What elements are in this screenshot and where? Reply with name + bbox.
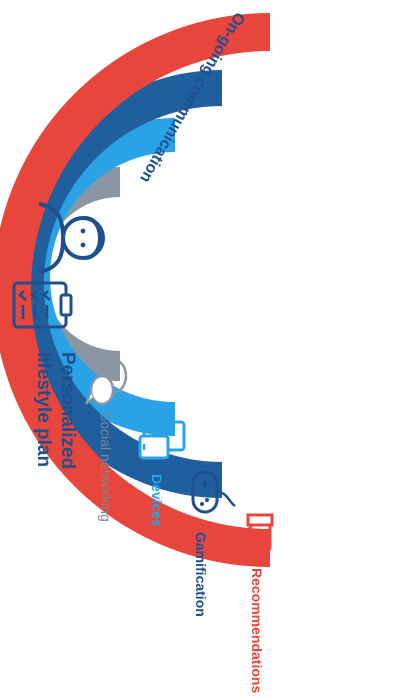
arc-recommendations bbox=[0, 13, 271, 567]
thumbs-down-icon bbox=[236, 513, 274, 557]
arc-group bbox=[0, 13, 271, 567]
title-line-2: lifestyle plan bbox=[33, 352, 54, 467]
gamepad-icon bbox=[191, 470, 236, 514]
layer-label-gamification: Gamification bbox=[193, 532, 209, 617]
person-icon bbox=[38, 202, 105, 274]
title-line-1: Personalized bbox=[57, 352, 78, 469]
devices-icon bbox=[138, 420, 186, 460]
layer-label-recommendations: Recommendations bbox=[249, 568, 265, 693]
layer-label-devices: Devices bbox=[149, 474, 165, 527]
layer-label-social: Social networking bbox=[98, 412, 114, 522]
chat-bubbles-icon bbox=[85, 358, 128, 406]
clipboard-icon bbox=[12, 281, 73, 329]
